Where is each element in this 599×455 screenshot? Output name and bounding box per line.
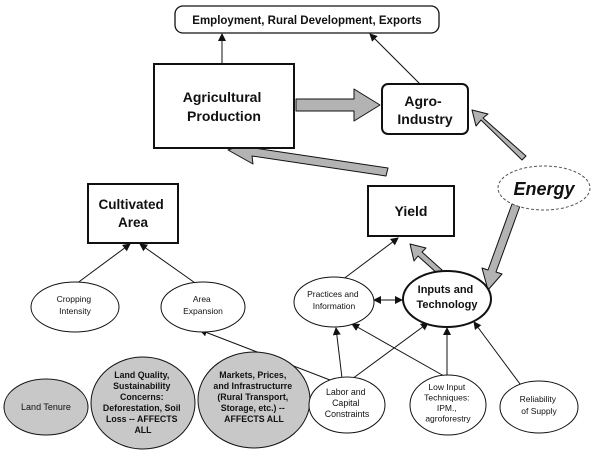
fat-arrows [227,88,527,291]
node-labor-capital-label: Labor and Capital Constraints [325,387,370,419]
node-cultivated-area: Cultivated Area [87,183,179,244]
node-markets-prices-label: Markets, Prices, and Infrastructurre (Ru… [213,370,294,424]
node-practices-information-shape [293,276,375,328]
edge-lowinput-practices [351,323,445,377]
node-agricultural-production: Agricultural Production [153,63,295,149]
node-low-input-shape [409,374,487,436]
node-labor-capital: Labor and Capital Constraints [308,376,386,434]
fat-arrow-energy-inputs [481,203,521,291]
node-land-quality-shape [90,356,196,450]
node-land-quality-label: Land Quality, Sustainability Concerns: D… [103,370,183,435]
node-reliability-supply-label: Reliability of Supply [520,394,559,416]
edge-practices-yield [341,237,399,281]
node-area-expansion-shape [160,281,246,333]
node-yield: Yield [367,185,455,237]
node-area-expansion-label: Area Expansion [183,294,223,316]
node-land-quality: Land Quality, Sustainability Concerns: D… [90,356,196,450]
node-agricultural-production-box [153,63,295,149]
node-energy-label: Energy [513,179,575,199]
edge-labor-practices [332,327,343,379]
node-energy-shape [497,165,591,211]
node-yield-label: Yield [395,203,428,219]
node-agro-industry-box [381,83,469,135]
node-cropping-intensity-shape [30,281,120,333]
edge-agro-top [369,33,421,85]
node-low-input-label: Low Input Techniques: IPM., agroforestry [424,382,472,424]
node-markets-prices: Markets, Prices, and Infrastructurre (Ru… [197,351,311,449]
node-land-tenure: Land Tenure [3,378,89,436]
node-agro-industry: Agro- Industry [381,83,469,135]
node-cultivated-area-label: Cultivated Area [98,197,167,230]
edge-labor-inputs [351,322,429,380]
connector-lines [75,33,521,385]
edge-expansion-cultivated [139,243,199,286]
node-low-input: Low Input Techniques: IPM., agroforestry [409,374,487,436]
node-cropping-intensity-label: Cropping Intensity [57,294,94,316]
node-reliability-supply-shape [499,380,579,434]
node-practices-information: Practices and Information [293,276,375,328]
edge-reliability-inputs [473,321,521,385]
node-land-tenure-label: Land Tenure [21,402,71,412]
node-yield-box [367,185,455,237]
fat-arrow-energy-agro [471,109,527,161]
node-employment: Employment, Rural Development, Exports [174,5,440,34]
node-reliability-supply: Reliability of Supply [499,380,579,434]
node-inputs-technology-label: Inputs and Technology [417,284,479,311]
node-area-expansion: Area Expansion [160,281,246,333]
node-cultivated-area-box [87,183,179,244]
node-labor-capital-shape [308,376,386,434]
fat-arrow-aprod-agro [295,88,381,122]
node-practices-information-label: Practices and Information [307,289,361,311]
node-cropping-intensity: Cropping Intensity [30,281,120,333]
node-agricultural-production-label: Agricultural Production [183,89,265,124]
node-inputs-technology-shape [402,270,492,328]
node-employment-label: Employment, Rural Development, Exports [192,15,421,27]
fat-arrow-inputs-yield [409,243,443,275]
node-employment-box [174,5,440,34]
node-inputs-technology: Inputs and Technology [402,270,492,328]
node-agro-industry-label: Agro- Industry [397,93,452,127]
node-energy: Energy [497,165,591,211]
node-land-tenure-shape [3,378,89,436]
edge-cropping-cultivated [75,243,131,285]
